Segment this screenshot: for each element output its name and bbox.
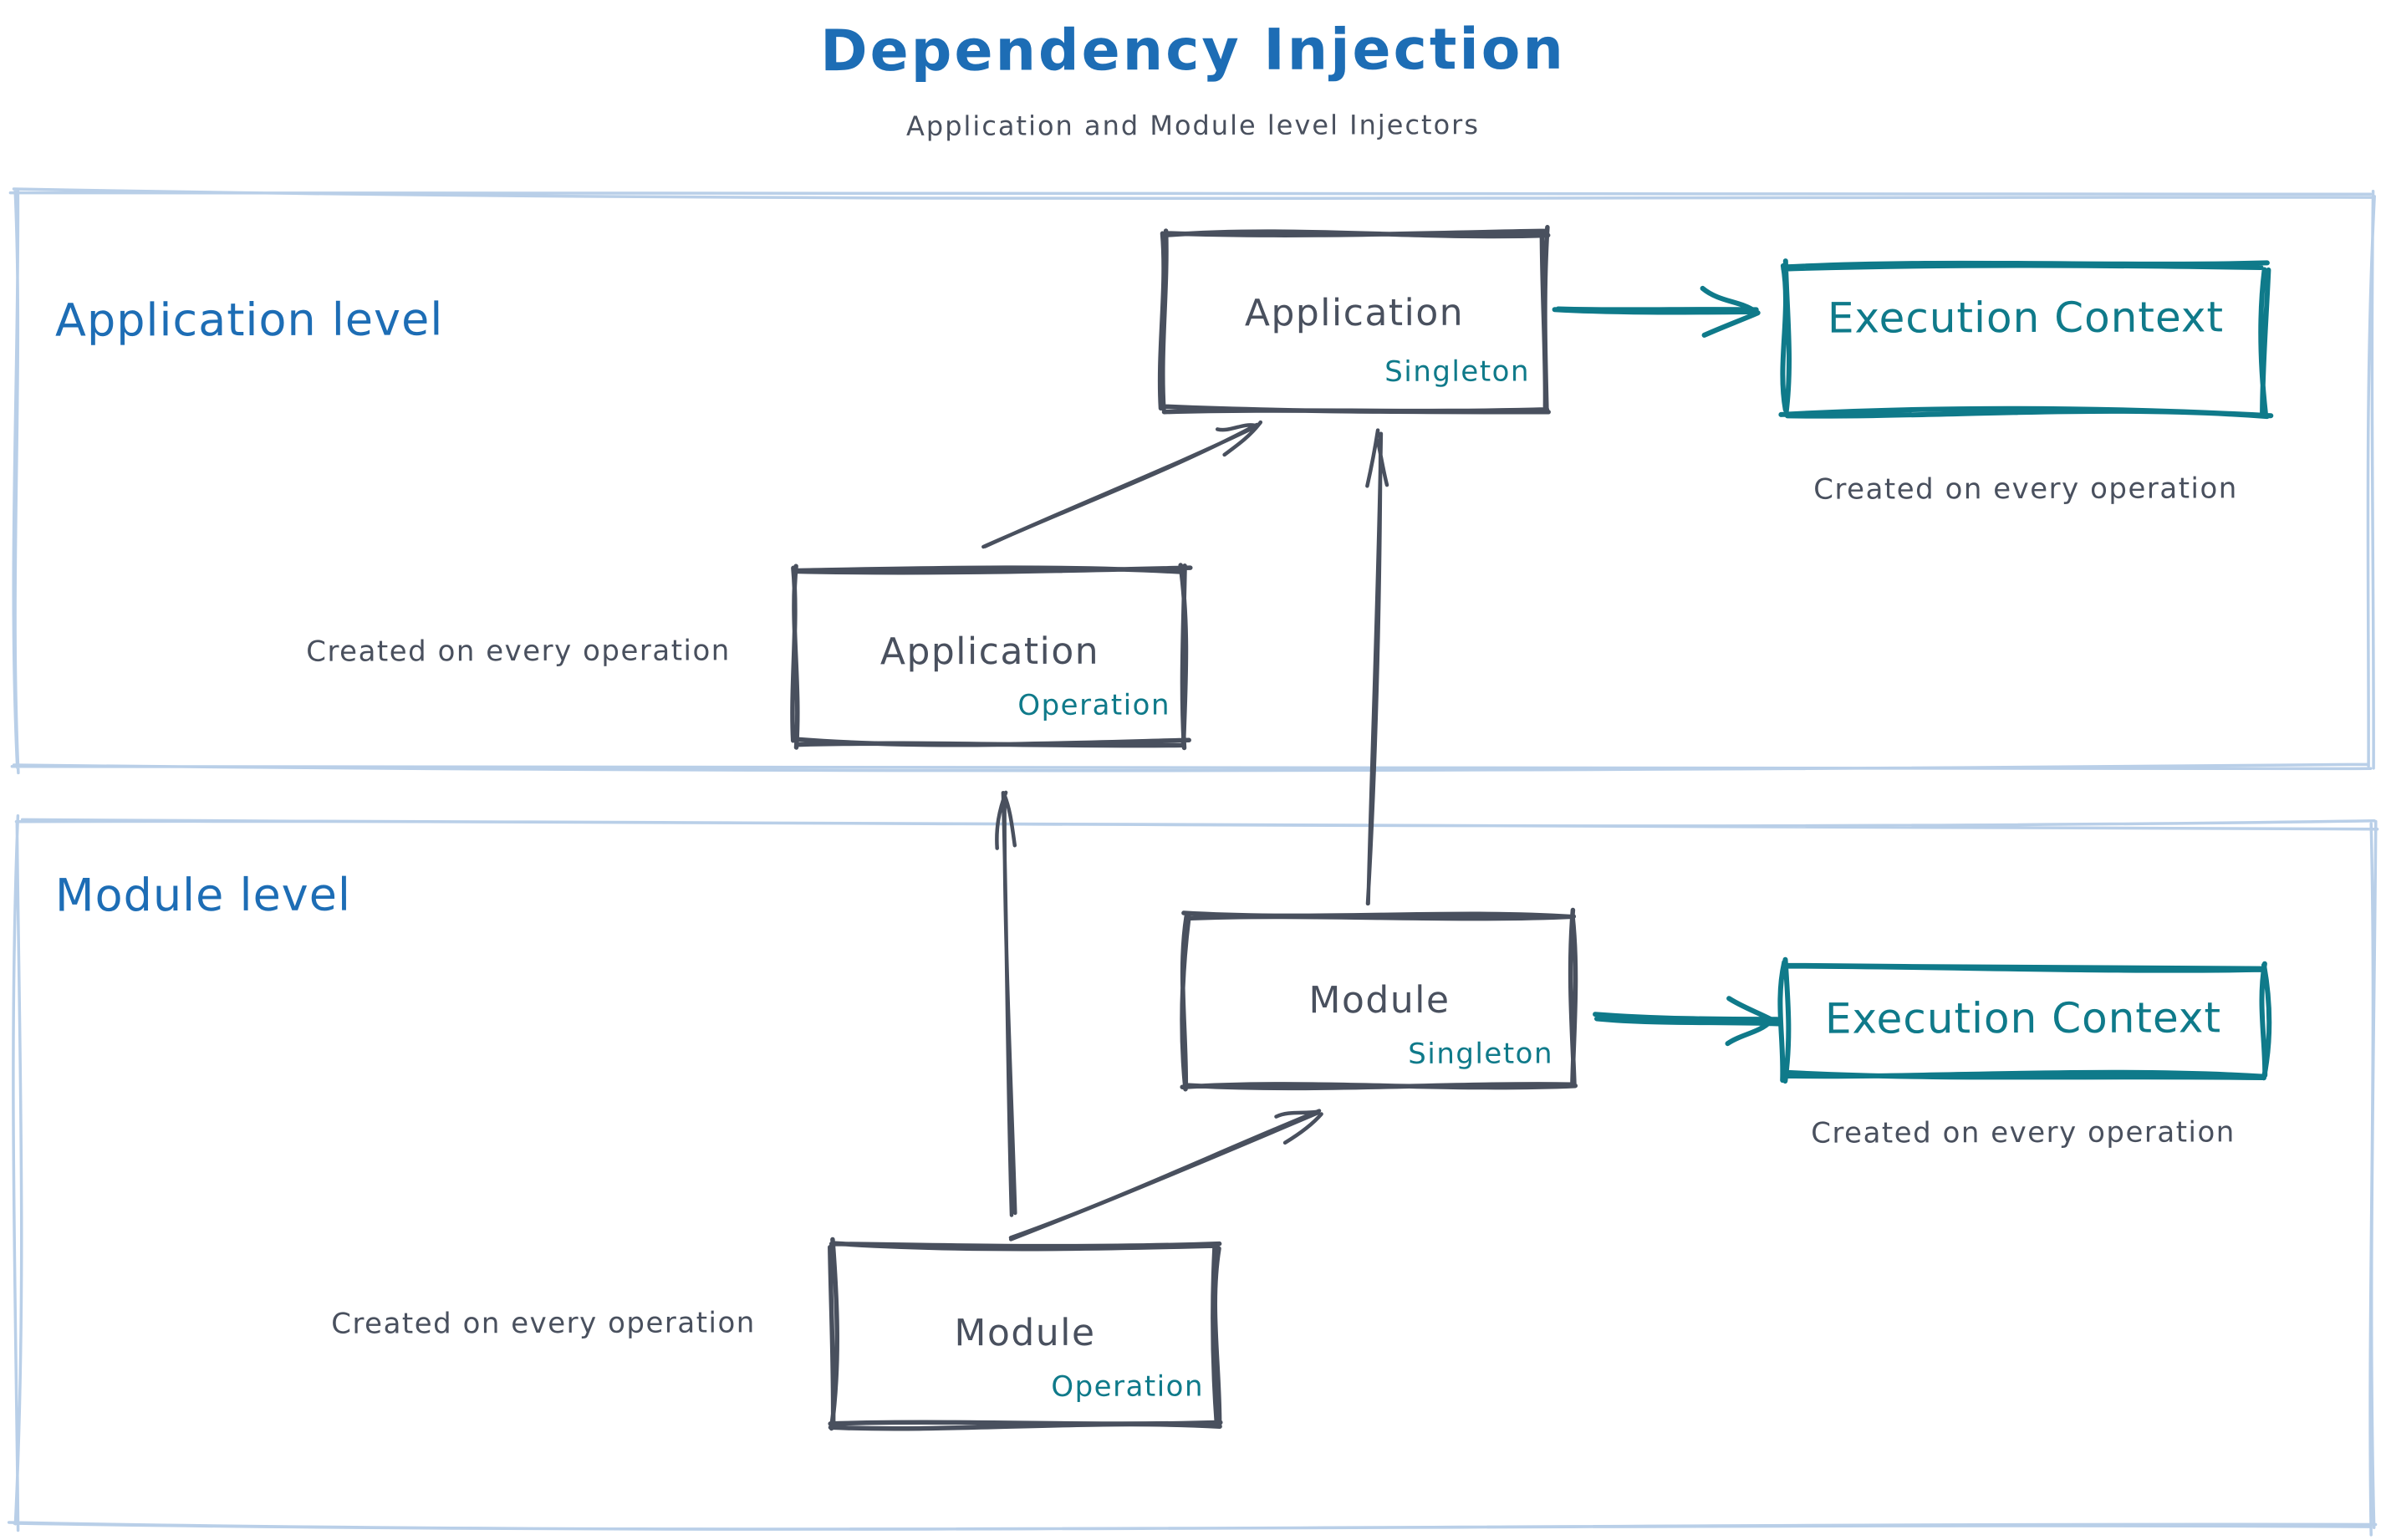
arrow-module-singleton-to-application-singleton [1365, 428, 1389, 906]
execution-context-box-module [1777, 956, 2272, 1084]
module-level-label: Module level [54, 868, 352, 922]
module-singleton-box [1180, 907, 1578, 1092]
arrow-application-operation-to-application-singleton [981, 420, 1263, 549]
module-operation-box [828, 1237, 1223, 1431]
application-execution-context-title: Execution Context [1827, 293, 2225, 343]
module-level-frame [7, 813, 2379, 1537]
arrow-module-operation-to-module-singleton [1008, 1109, 1323, 1242]
module-operation-note: Created on every operation [331, 1306, 756, 1341]
arrow-application-singleton-to-execution-context [1552, 285, 1761, 338]
application-singleton-scope: Singleton [1384, 354, 1531, 389]
application-operation-box [790, 563, 1193, 751]
application-level-label: Application level [54, 293, 444, 347]
arrow-module-singleton-to-execution-context [1593, 996, 1781, 1047]
module-operation-title: Module [954, 1311, 1096, 1355]
page-title: Dependency Injection [820, 16, 1566, 85]
module-execution-context-note: Created on every operation [1811, 1115, 2236, 1150]
execution-context-box-application [1778, 258, 2274, 420]
module-operation-scope: Operation [1051, 1369, 1205, 1404]
application-execution-context-note: Created on every operation [1813, 472, 2238, 507]
application-operation-scope: Operation [1017, 688, 1171, 722]
application-operation-title: Application [879, 630, 1100, 674]
arrow-module-operation-to-application-operation [995, 790, 1017, 1217]
page-subtitle: Application and Module level Injectors [905, 109, 1481, 142]
module-singleton-scope: Singleton [1408, 1037, 1554, 1071]
module-singleton-title: Module [1308, 978, 1450, 1022]
application-singleton-title: Application [1244, 291, 1465, 335]
application-singleton-box [1157, 225, 1551, 415]
module-execution-context-title: Execution Context [1824, 993, 2222, 1043]
application-operation-note: Created on every operation [306, 634, 731, 669]
